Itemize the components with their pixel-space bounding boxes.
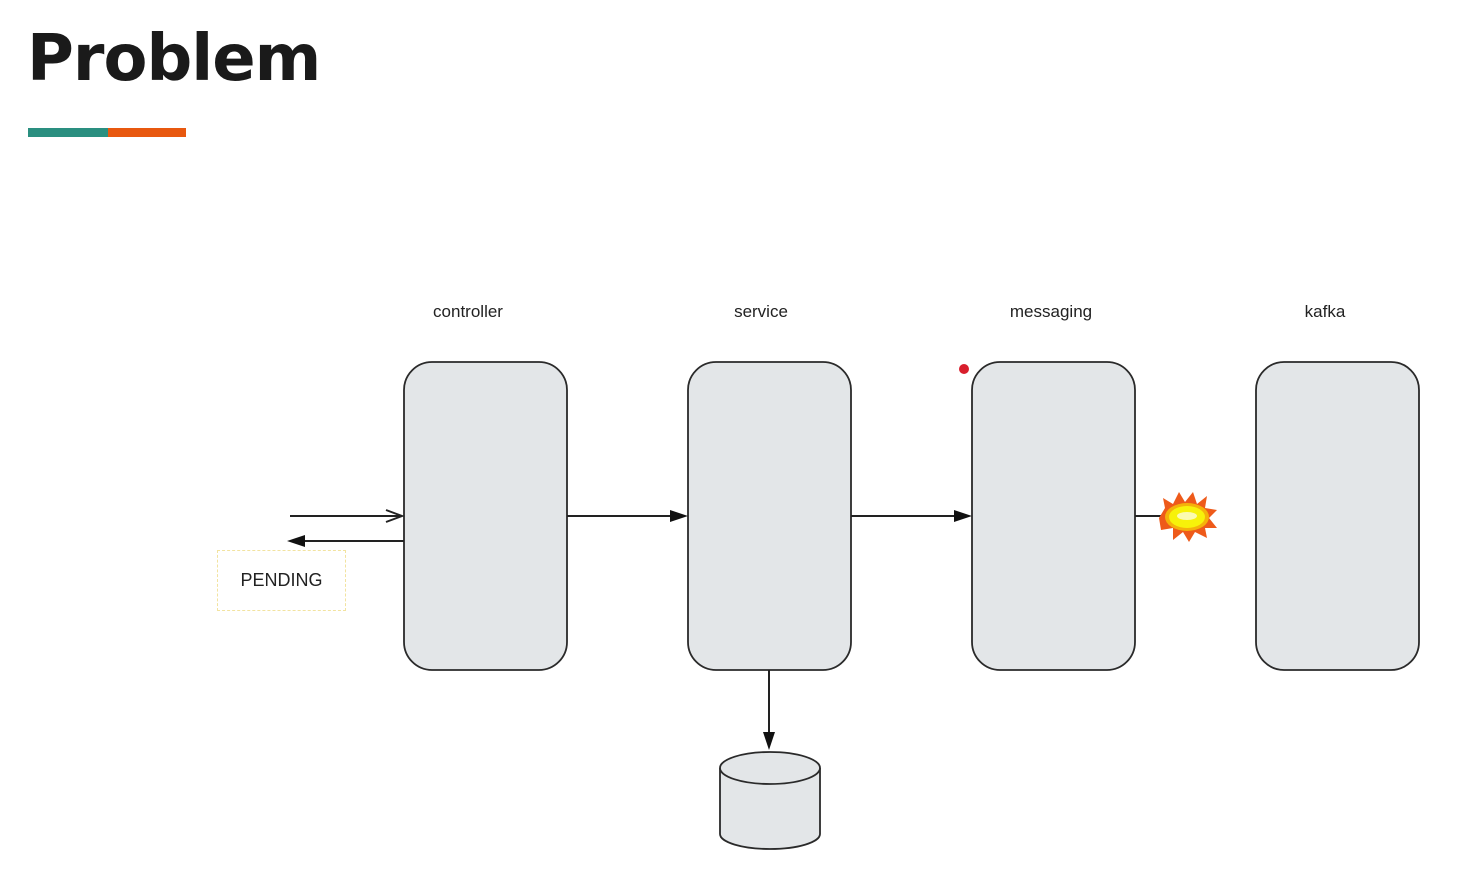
label-kafka: kafka xyxy=(1304,302,1346,321)
pending-status-box: PENDING xyxy=(217,550,346,611)
accent-bar-orange xyxy=(108,128,186,137)
arrow-service-to-messaging xyxy=(851,510,972,522)
request-arrow xyxy=(290,509,405,523)
arrow-controller-to-service xyxy=(567,510,688,522)
red-marker-dot xyxy=(959,364,969,374)
messaging-box xyxy=(971,361,1136,671)
label-service: service xyxy=(734,302,788,321)
controller-box xyxy=(403,361,568,671)
response-arrow xyxy=(287,535,404,547)
accent-bar-teal xyxy=(28,128,108,137)
explosion-icon xyxy=(1159,492,1217,542)
slide-title: Problem xyxy=(27,22,321,96)
kafka-box xyxy=(1255,361,1420,671)
database-icon xyxy=(719,751,821,850)
label-controller: controller xyxy=(433,302,503,321)
service-box xyxy=(687,361,852,671)
label-messaging: messaging xyxy=(1009,302,1093,321)
arrow-service-to-database xyxy=(763,670,775,750)
pending-status-label: PENDING xyxy=(240,570,323,590)
title-accent-bar xyxy=(28,128,186,137)
